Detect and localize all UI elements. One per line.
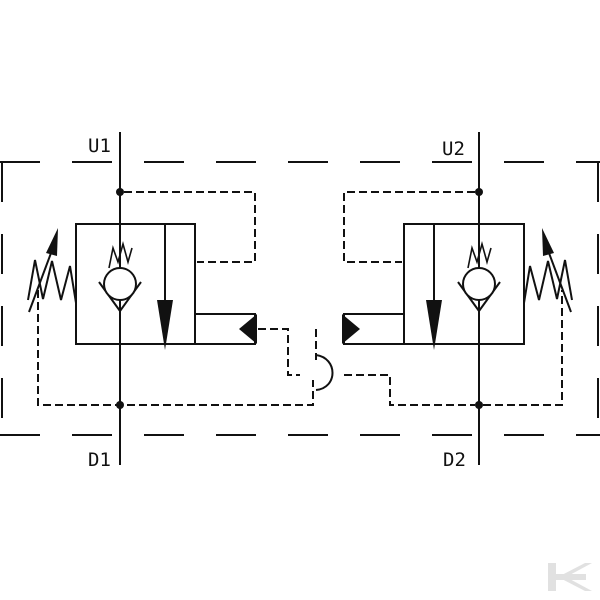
junction-lower-right bbox=[475, 401, 483, 409]
port-label-u2: U2 bbox=[442, 138, 465, 160]
left-valve bbox=[27, 191, 314, 406]
adjustable-spring-icon bbox=[523, 228, 573, 313]
port-label-d2: D2 bbox=[443, 449, 466, 471]
check-valve-icon bbox=[98, 241, 142, 313]
pilot-triangle-icon bbox=[342, 314, 360, 344]
right-valve-body bbox=[403, 223, 525, 345]
pilot-triangle-icon bbox=[239, 314, 257, 344]
left-pilot-line-upper bbox=[124, 191, 256, 263]
right-pilot-line-lower bbox=[483, 290, 563, 406]
center-link-line-right bbox=[344, 374, 475, 406]
flow-arrow-icon bbox=[157, 232, 173, 350]
crossover-loop bbox=[315, 354, 334, 391]
port-label-u1: U1 bbox=[88, 135, 111, 157]
port-label-d1: D1 bbox=[88, 449, 111, 471]
adjustable-spring-icon bbox=[27, 228, 77, 313]
flow-arrow-icon bbox=[426, 232, 442, 350]
junction-upper-right bbox=[475, 188, 483, 196]
outer-enclosure bbox=[0, 161, 600, 436]
left-pilot-line-lower bbox=[37, 290, 314, 406]
right-valve bbox=[342, 191, 573, 406]
left-valve-body bbox=[75, 223, 196, 345]
check-valve-icon bbox=[457, 241, 501, 313]
center-crossover bbox=[315, 329, 475, 406]
left-link-line bbox=[258, 328, 300, 376]
junction-upper-left bbox=[116, 188, 124, 196]
logo-mark-icon bbox=[548, 563, 592, 591]
right-pilot-line-upper bbox=[343, 191, 475, 263]
